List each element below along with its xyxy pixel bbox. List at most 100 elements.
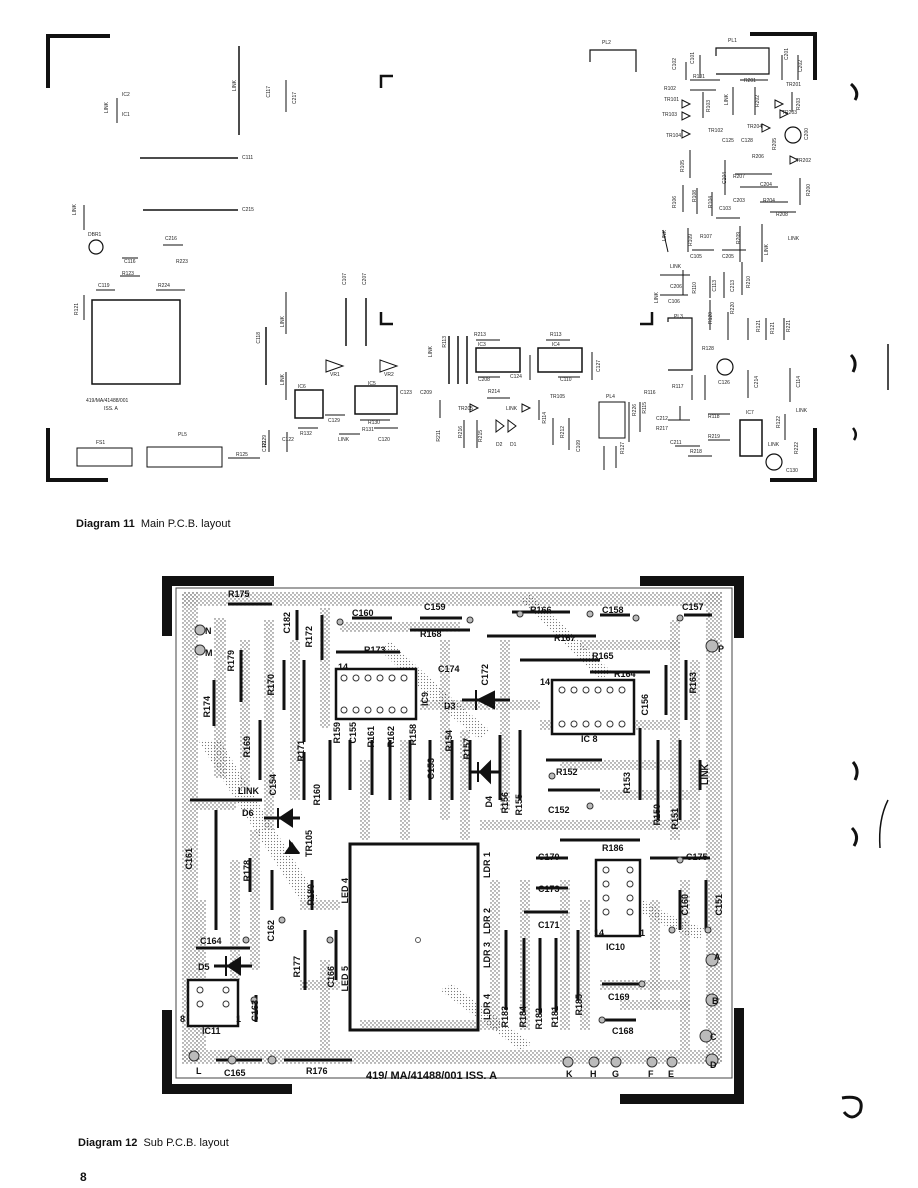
- label-c159: C159: [424, 602, 446, 612]
- label-c123: C123: [400, 390, 412, 396]
- caption-number: Diagram 11: [76, 518, 135, 530]
- label-link: LINK: [238, 786, 259, 796]
- label-link: LINK: [506, 406, 518, 412]
- label-d4: D4: [484, 796, 494, 808]
- label-r211: R211: [436, 430, 442, 442]
- label-tr103: TR103: [662, 112, 678, 118]
- label-r101: R101: [693, 74, 705, 80]
- label-r105: R105: [680, 160, 686, 172]
- label-c127: C127: [596, 360, 602, 372]
- label-c104: C104: [722, 172, 728, 184]
- label-c: C: [710, 1032, 717, 1042]
- label-link: LINK: [764, 244, 770, 256]
- label-r120: R120: [708, 312, 714, 324]
- board-id-text: 419/ MA/41488/001 ISS. A: [366, 1070, 498, 1082]
- label-c202: C202: [798, 60, 804, 72]
- diagram-11-caption: Diagram 11 Main P.C.B. layout: [76, 518, 231, 530]
- label-r115: R115: [642, 402, 648, 414]
- label-r156: R156: [500, 792, 510, 814]
- label-c119: C119: [98, 283, 110, 289]
- label-r121: R121: [74, 303, 80, 315]
- label-c124: C124: [510, 374, 522, 380]
- label-link: LINK: [338, 437, 350, 443]
- label-d1: D1: [510, 442, 517, 448]
- label-m: M: [205, 648, 213, 658]
- label-r121: R121: [770, 322, 776, 334]
- label-c212: C212: [656, 416, 668, 422]
- label-c209: C209: [420, 390, 432, 396]
- label-link: LINK: [72, 204, 78, 216]
- label-c129: C129: [328, 418, 340, 424]
- label-r213: R213: [474, 332, 486, 338]
- label-r125: R125: [236, 452, 248, 458]
- label-ic5: IC5: [368, 381, 376, 387]
- label-vr2: VR2: [384, 372, 394, 378]
- label-r164: R164: [614, 669, 636, 679]
- label-r223: R223: [176, 259, 188, 265]
- label-r171: R171: [296, 740, 306, 762]
- label-link: LINK: [724, 94, 730, 106]
- label-c161: C161: [184, 848, 194, 870]
- label-ic4: IC4: [552, 342, 560, 348]
- label-r175: R175: [228, 589, 250, 599]
- label-r103: R103: [706, 100, 712, 112]
- label-r153: R153: [622, 772, 632, 794]
- label-c126: C126: [718, 380, 730, 386]
- label-r168: R168: [420, 629, 442, 639]
- label-g: G: [612, 1069, 620, 1079]
- label-r127: R127: [620, 442, 626, 454]
- label-r203: R203: [796, 98, 802, 110]
- label-c160: C160: [680, 894, 690, 916]
- label-tr101: TR101: [664, 97, 680, 103]
- label-tr105: TR105: [304, 830, 314, 858]
- label-r132: R132: [300, 431, 312, 437]
- label-tr104: TR104: [666, 133, 682, 139]
- label-r201: R201: [744, 78, 756, 84]
- label-c207: C207: [362, 273, 368, 285]
- label-link: LINK: [662, 230, 668, 242]
- label-r204: R204: [763, 198, 775, 204]
- label-r214: R214: [488, 389, 500, 395]
- label-ic10: IC10: [606, 942, 626, 952]
- label-c152: C152: [548, 805, 570, 815]
- label-r122: R122: [776, 416, 782, 428]
- label-r170: R170: [266, 674, 276, 696]
- label-c153: C153: [426, 758, 436, 780]
- label-r117: R117: [672, 384, 684, 390]
- label-link: LINK: [788, 236, 800, 242]
- label-link: LINK: [428, 346, 434, 358]
- label-vr1: VR1: [330, 372, 340, 378]
- label-pin-14: 14: [338, 662, 349, 672]
- label-c102: C102: [672, 58, 678, 70]
- label-r221: R221: [786, 320, 792, 332]
- label-c128: C128: [741, 138, 753, 144]
- label-d2: D2: [496, 442, 503, 448]
- label-r173: R173: [364, 645, 386, 655]
- label-r186: R186: [602, 843, 624, 853]
- label-c206: C206: [670, 284, 682, 290]
- label-c215: C215: [242, 207, 254, 213]
- label-c114: C114: [796, 376, 802, 388]
- label-r113: R113: [550, 332, 562, 338]
- label-r226: R226: [632, 404, 638, 416]
- label-r174: R174: [202, 696, 212, 718]
- label-r177: R177: [292, 956, 302, 978]
- label-c168: C168: [612, 1026, 634, 1036]
- label-r121b: R121: [756, 320, 762, 332]
- label-c116: C116: [124, 259, 136, 265]
- label-c200: C200: [804, 128, 810, 140]
- label-tr202: TR202: [796, 158, 812, 164]
- label-ldr2: LDR 2: [482, 908, 492, 935]
- label-r112: R113: [442, 336, 448, 348]
- label-c204: C204: [760, 182, 772, 188]
- label-r116: R116: [644, 390, 656, 396]
- label-link: LINK: [280, 374, 286, 386]
- label-led5: LED 5: [340, 966, 350, 992]
- label-c172: C172: [480, 664, 490, 686]
- label-c106: C106: [668, 299, 680, 305]
- label-r114: R114: [542, 412, 548, 424]
- label-c103: C103: [719, 206, 731, 212]
- label-c201: C201: [784, 48, 790, 60]
- label-r202: R202: [755, 95, 761, 107]
